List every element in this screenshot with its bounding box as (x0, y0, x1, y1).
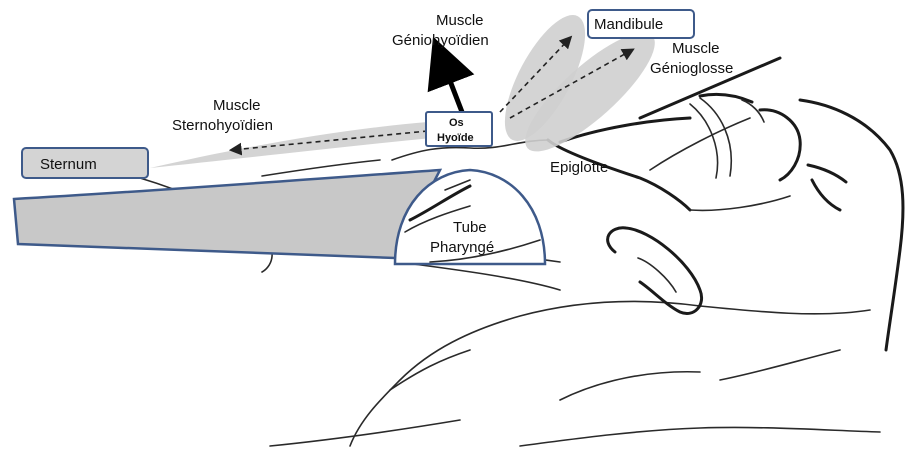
os-text: Os (449, 117, 464, 129)
svg-text:Muscle: Muscle (213, 97, 261, 114)
svg-text:Génioglosse: Génioglosse (650, 60, 733, 77)
svg-text:Pharyngé: Pharyngé (430, 239, 494, 256)
sternum-label: Sternum (22, 148, 148, 178)
svg-text:Sternohyoïdien: Sternohyoïdien (172, 117, 273, 134)
tube-body (14, 170, 440, 258)
mandibule-text: Mandibule (594, 16, 663, 33)
hyoide-text: Hyoïde (437, 132, 474, 144)
label-genioglosse: Muscle Génioglosse (650, 40, 733, 77)
mandibule-label: Mandibule (588, 10, 694, 38)
sternum-text: Sternum (40, 156, 97, 173)
svg-text:Tube: Tube (453, 219, 487, 236)
os-hyoide-label: Os Hyoïde (426, 112, 492, 146)
label-epiglotte: Epiglotte (550, 159, 608, 176)
svg-text:Géniohyoïdien: Géniohyoïdien (392, 32, 489, 49)
svg-text:Muscle: Muscle (672, 40, 720, 57)
label-geniohyoidien: Muscle Géniohyoïdien (392, 12, 489, 49)
svg-text:Muscle: Muscle (436, 12, 484, 29)
label-sternohyoidien: Muscle Sternohyoïdien (172, 97, 273, 134)
